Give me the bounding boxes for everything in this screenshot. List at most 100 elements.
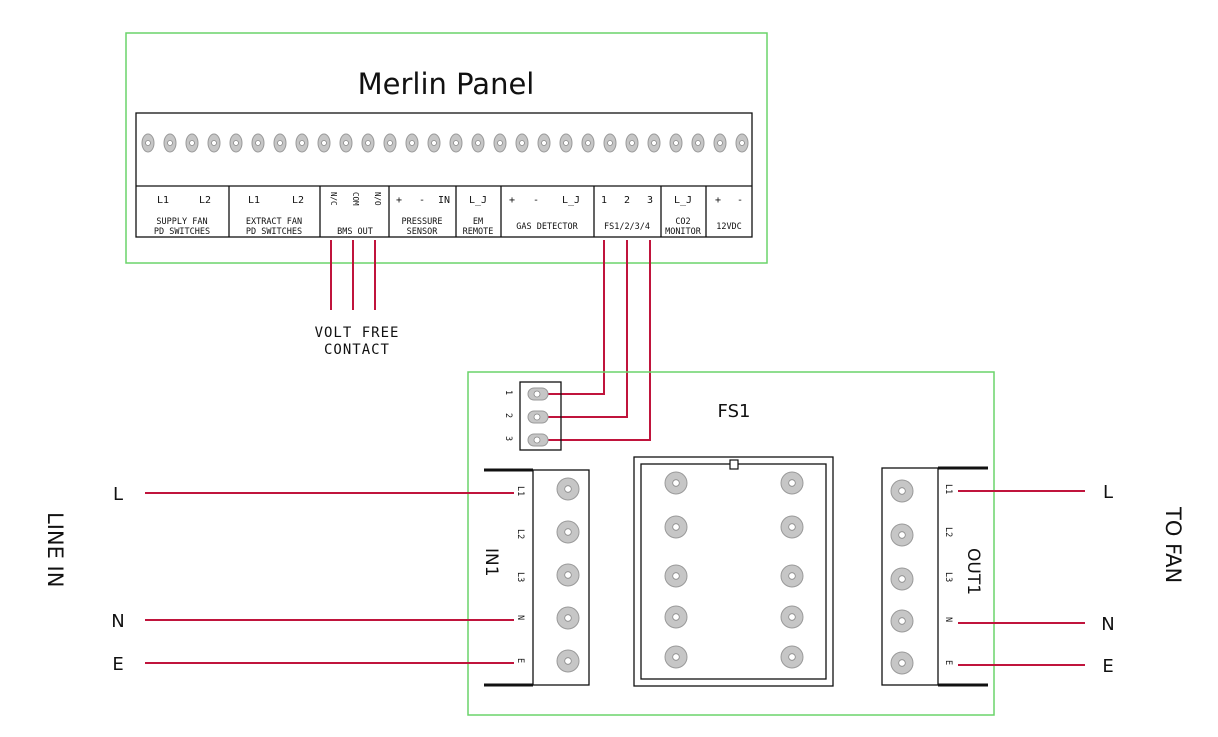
strip-screw xyxy=(229,133,243,153)
line-in-label: LINE IN xyxy=(43,512,67,587)
extract-fan-sublabel: PD SWITCHES xyxy=(246,227,302,237)
relay-pin-screw xyxy=(664,515,688,539)
em-remote-label: EM xyxy=(473,217,483,227)
strip-screw xyxy=(493,133,507,153)
fs1-pin-connector: 1 2 3 xyxy=(503,381,562,451)
out-terminal-screw xyxy=(890,609,914,633)
in-e-label: E xyxy=(515,658,525,663)
in1-terminal-block: IN1 L1 L2 L3 N E xyxy=(481,468,590,687)
relay-pin-screw xyxy=(780,605,804,629)
out1-label: OUT1 xyxy=(963,548,983,595)
terminal-group-12vdc: + - 12VDC xyxy=(715,195,743,232)
terminal-group-bms-out: N/C COM N/O BMS OUT xyxy=(329,192,382,237)
supply-fan-label: SUPPLY FAN xyxy=(156,217,207,227)
strip-screw xyxy=(713,133,727,153)
connector-pin xyxy=(527,410,549,424)
out-e-label: E xyxy=(943,660,953,665)
pressure-sublabel: SENSOR xyxy=(407,227,439,237)
bms-wires xyxy=(330,240,376,310)
strip-screw xyxy=(449,133,463,153)
out-terminal-screw xyxy=(890,651,914,675)
extract-fan-l2: L2 xyxy=(292,195,304,206)
out-terminal-screw xyxy=(890,479,914,503)
strip-screw xyxy=(339,133,353,153)
strip-screw xyxy=(647,133,661,153)
in-terminal-screw xyxy=(556,520,580,544)
to-fan-wires xyxy=(958,490,1085,666)
in-l2-label: L2 xyxy=(515,529,525,539)
line-in-l: L xyxy=(113,484,123,505)
connector-pin xyxy=(527,433,549,447)
extract-fan-l1: L1 xyxy=(248,195,260,206)
strip-screw xyxy=(427,133,441,153)
relay-pin-screw xyxy=(780,471,804,495)
terminal-screws xyxy=(141,133,749,153)
co2-label: CO2 xyxy=(675,217,690,227)
terminal-group-fs: 1 2 3 FS1/2/3/4 xyxy=(601,195,653,232)
terminal-group-extract-fan: L1 L2 EXTRACT FAN PD SWITCHES xyxy=(246,195,304,237)
co2-contact: L_J xyxy=(674,195,692,206)
terminal-group-pressure-sensor: + - IN PRESSURE SENSOR xyxy=(396,195,450,237)
to-fan-l: L xyxy=(1103,482,1113,503)
merlin-panel: Merlin Panel L1 L2 SUPPLY FAN PD SWITCHE… xyxy=(125,32,768,264)
strip-screw xyxy=(251,133,265,153)
fs-pin-3: 3 xyxy=(647,195,653,206)
supply-fan-l2: L2 xyxy=(199,195,211,206)
strip-screw xyxy=(163,133,177,153)
relay-pin-screw xyxy=(664,471,688,495)
strip-screw xyxy=(471,133,485,153)
out-l2-label: L2 xyxy=(943,527,953,537)
strip-screw xyxy=(669,133,683,153)
connector-pin xyxy=(527,387,549,401)
merlin-panel-title: Merlin Panel xyxy=(358,67,535,101)
fs-pin-1: 1 xyxy=(601,195,607,206)
relay-pin-screw xyxy=(664,605,688,629)
out-l3-label: L3 xyxy=(943,572,953,582)
em-remote-contact: L_J xyxy=(469,195,487,206)
strip-screw xyxy=(515,133,529,153)
em-remote-sublabel: REMOTE xyxy=(463,227,494,237)
in-n-label: N xyxy=(515,615,525,620)
strip-screw xyxy=(317,133,331,153)
fs-group-label: FS1/2/3/4 xyxy=(604,222,650,232)
terminal-group-co2-monitor: L_J CO2 MONITOR xyxy=(665,195,702,237)
connector-pin-3-label: 3 xyxy=(503,436,513,441)
strip-screw xyxy=(361,133,375,153)
supply-fan-sublabel: PD SWITCHES xyxy=(154,227,210,237)
strip-screw xyxy=(559,133,573,153)
in-terminal-screw xyxy=(556,606,580,630)
relay-socket xyxy=(633,456,834,687)
in-l3-label: L3 xyxy=(515,572,525,582)
merlin-panel-border xyxy=(125,32,768,264)
fs-wires xyxy=(546,240,651,441)
strip-screw xyxy=(185,133,199,153)
gas-minus: - xyxy=(533,195,539,206)
bms-out-label: BMS OUT xyxy=(337,227,373,237)
strip-screw xyxy=(405,133,419,153)
pressure-in: IN xyxy=(438,195,450,206)
out-n-label: N xyxy=(943,617,953,622)
strip-screw xyxy=(273,133,287,153)
relay-pin-screw xyxy=(664,564,688,588)
bms-no: N/O xyxy=(373,192,382,206)
in-terminal-screw xyxy=(556,563,580,587)
supply-fan-l1: L1 xyxy=(157,195,169,206)
contact-label: CONTACT xyxy=(324,342,390,358)
relay-pin-screw xyxy=(664,645,688,669)
in1-label: IN1 xyxy=(481,548,501,577)
bms-com: COM xyxy=(351,192,360,206)
extract-fan-label: EXTRACT FAN xyxy=(246,217,302,227)
strip-screw xyxy=(603,133,617,153)
pressure-plus: + xyxy=(396,195,402,206)
out-l1-label: L1 xyxy=(943,484,953,494)
dc-label: 12VDC xyxy=(716,222,742,232)
line-in-e: E xyxy=(112,654,123,675)
in-terminal-screw xyxy=(556,477,580,501)
strip-screw xyxy=(625,133,639,153)
gas-detector-label: GAS DETECTOR xyxy=(516,222,578,232)
connector-pin-2-label: 2 xyxy=(503,413,513,418)
strip-screw xyxy=(735,133,749,153)
strip-screw xyxy=(141,133,155,153)
line-in-wires xyxy=(145,492,514,664)
